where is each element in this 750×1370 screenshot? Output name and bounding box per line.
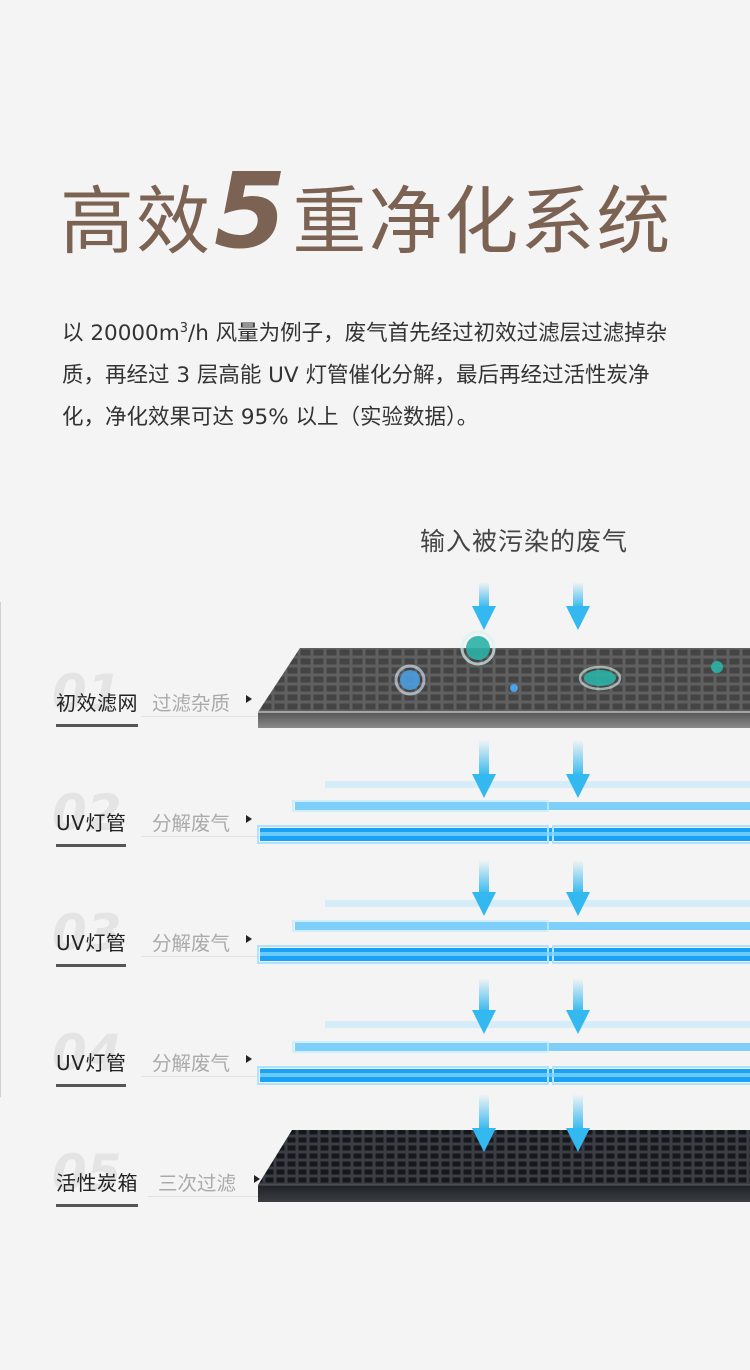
page-title: 高效5重净化系统 — [60, 150, 720, 272]
arrow-down-icon — [566, 582, 590, 630]
layer-number: 04 — [52, 1024, 122, 1082]
arrow-down-icon — [566, 860, 590, 916]
layer-desc: 分解废气 — [152, 1052, 231, 1075]
title-part2: 重净化系统 — [292, 179, 673, 265]
arrow-down-icon — [566, 1094, 590, 1152]
layer-label-02: 02 UV灯管 分解废气 — [52, 788, 262, 848]
layer-name: 活性炭箱 — [56, 1167, 138, 1207]
primary-filter-mesh — [258, 630, 750, 728]
arrow-down-icon — [472, 1094, 496, 1152]
title-part1: 高效 — [60, 179, 212, 265]
layer-label-03: 03 UV灯管 分解废气 — [52, 908, 262, 968]
title-number: 5 — [214, 150, 287, 272]
uv-lamp-layer-3 — [257, 1021, 750, 1085]
label-underline — [142, 836, 257, 837]
uv-lamp-layer-2 — [257, 900, 750, 964]
layer-desc: 三次过滤 — [158, 1172, 237, 1195]
layer-desc: 过滤杂质 — [152, 692, 231, 715]
airflow-arrows — [472, 582, 590, 1152]
layer-name: 初效滤网 — [56, 687, 138, 727]
layer-desc: 分解废气 — [152, 812, 231, 835]
layer-desc: 分解废气 — [152, 932, 231, 955]
layer-number: 01 — [52, 664, 122, 722]
layer-name: UV灯管 — [56, 807, 127, 847]
triangle-right-icon — [246, 1055, 252, 1063]
label-underline — [142, 956, 257, 957]
triangle-right-icon — [254, 1175, 260, 1183]
desc-before: 以 20000m — [62, 321, 180, 347]
layer-label-04: 04 UV灯管 分解废气 — [52, 1028, 262, 1088]
layer-name: UV灯管 — [56, 1047, 127, 1087]
input-waste-gas-label: 输入被污染的废气 — [420, 527, 629, 556]
desc-sup: 3 — [179, 321, 188, 336]
uv-lamp-layer-1 — [257, 781, 750, 844]
layer-label-01: 01 初效滤网 过滤杂质 — [52, 668, 262, 728]
triangle-right-icon — [246, 935, 252, 943]
layer-number: 02 — [52, 784, 122, 842]
label-underline — [142, 716, 257, 717]
layer-number: 05 — [52, 1144, 122, 1202]
arrow-down-icon — [566, 978, 590, 1034]
arrow-down-icon — [566, 740, 590, 798]
triangle-right-icon — [246, 695, 252, 703]
desc-after: /h 风量为例子，废气首先经过初效过滤层过滤掉杂质，再经过 3 层高能 UV 灯… — [62, 321, 668, 431]
label-underline — [142, 1076, 257, 1077]
arrow-down-icon — [472, 978, 496, 1034]
layer-label-05: 05 活性炭箱 三次过滤 — [52, 1148, 262, 1208]
layer-number: 03 — [52, 904, 122, 962]
arrow-down-icon — [472, 740, 496, 798]
arrow-down-icon — [472, 582, 496, 630]
activated-carbon-box — [258, 1130, 750, 1202]
arrow-down-icon — [472, 860, 496, 916]
left-guide-line — [0, 602, 1, 1097]
label-underline — [148, 1196, 258, 1197]
description: 以 20000m3/h 风量为例子，废气首先经过初效过滤层过滤掉杂质，再经过 3… — [62, 308, 692, 439]
layer-name: UV灯管 — [56, 927, 127, 967]
triangle-right-icon — [246, 815, 252, 823]
